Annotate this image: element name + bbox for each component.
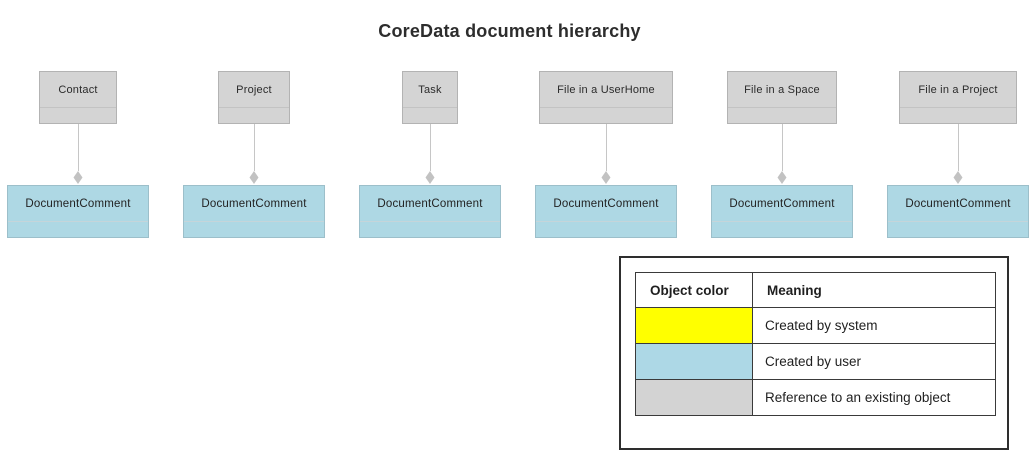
legend-swatch-gray [635,379,753,416]
legend-meaning-text: Reference to an existing object [752,379,996,416]
legend-table: Object color Meaning Created by system C… [635,272,996,416]
entity-label: Contact [40,72,116,108]
entity-box-file-space: File in a Space [727,71,837,124]
connector-line [606,124,607,171]
entity-label: File in a UserHome [540,72,672,108]
legend-header-object-color: Object color [635,272,753,308]
entity-box-task: Task [402,71,458,124]
legend-row: Reference to an existing object [635,379,996,416]
entity-box-file-userhome: File in a UserHome [539,71,673,124]
entity-box-contact: Contact [39,71,117,124]
diagram-column-file-space: File in a Space DocumentComment [711,71,853,238]
aggregation-diamond-icon [777,171,787,184]
diagram-column-contact: Contact DocumentComment [7,71,149,238]
connector-line [430,124,431,171]
diagram-column-file-project: File in a Project DocumentComment [887,71,1029,238]
comment-label: DocumentComment [888,186,1028,222]
diagram-column-file-userhome: File in a UserHome DocumentComment [535,71,677,238]
entity-label: File in a Project [900,72,1016,108]
connector-line [254,124,255,171]
comment-label: DocumentComment [184,186,324,222]
legend-swatch-blue [635,343,753,380]
aggregation-diamond-icon [73,171,83,184]
connector-line [958,124,959,171]
diagram-column-project: Project DocumentComment [183,71,325,238]
legend-meaning-text: Created by system [752,307,996,344]
connector-line [78,124,79,171]
entity-box-file-project: File in a Project [899,71,1017,124]
connector-line [782,124,783,171]
diagram-column-task: Task DocumentComment [359,71,501,238]
entity-label: Project [219,72,289,108]
legend-row: Created by user [635,343,996,380]
document-comment-box: DocumentComment [183,185,325,238]
aggregation-diamond-icon [601,171,611,184]
document-comment-box: DocumentComment [359,185,501,238]
comment-label: DocumentComment [360,186,500,222]
legend-row: Created by system [635,307,996,344]
document-comment-box: DocumentComment [887,185,1029,238]
legend-header-row: Object color Meaning [635,272,996,308]
page-title: CoreData document hierarchy [378,21,641,41]
entity-label: File in a Space [728,72,836,108]
aggregation-diamond-icon [425,171,435,184]
document-comment-box: DocumentComment [535,185,677,238]
aggregation-diamond-icon [249,171,259,184]
legend-box: Object color Meaning Created by system C… [619,256,1009,450]
comment-label: DocumentComment [8,186,148,222]
aggregation-diamond-icon [953,171,963,184]
legend-swatch-yellow [635,307,753,344]
legend-meaning-text: Created by user [752,343,996,380]
entity-box-project: Project [218,71,290,124]
legend-header-meaning: Meaning [752,272,996,308]
comment-label: DocumentComment [536,186,676,222]
document-comment-box: DocumentComment [7,185,149,238]
document-comment-box: DocumentComment [711,185,853,238]
comment-label: DocumentComment [712,186,852,222]
entity-label: Task [403,72,457,108]
